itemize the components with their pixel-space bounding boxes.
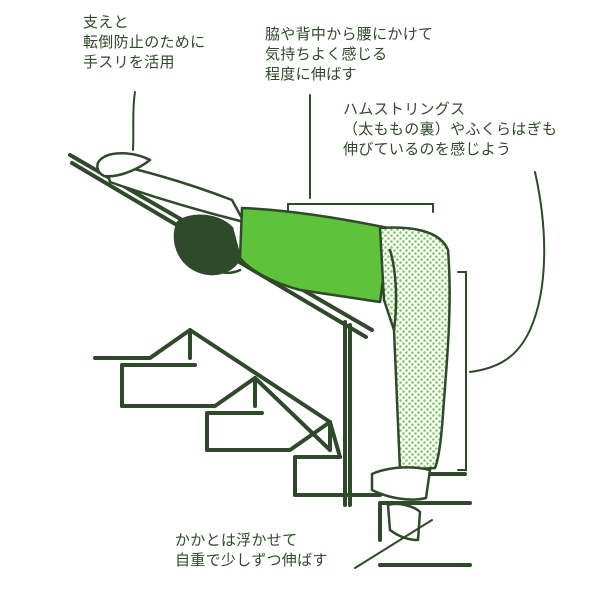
person (96, 152, 451, 542)
annotation-handrail: 支えと 転倒防止のために 手スリを活用 (83, 12, 205, 72)
annotation-line: 自重で少しずつ伸ばす (175, 551, 328, 569)
stair-step-2 (120, 376, 257, 408)
annotation-line: 転倒防止のために (83, 33, 206, 51)
bracket-back (287, 203, 434, 213)
stair-step-4-riser (378, 501, 472, 542)
annotation-line: 脇や背中から腰にかけて (265, 25, 434, 43)
foot-back (370, 466, 432, 501)
annotation-line: 手スリを活用 (83, 53, 175, 71)
annotation-line: ハムストリングス (343, 100, 466, 118)
annotation-back: 脇や背中から腰にかけて 気持ちよく感じる 程度に伸ばす (265, 24, 433, 84)
stair-step-1 (93, 328, 192, 360)
shirt (238, 206, 390, 304)
stair-step-3 (205, 420, 332, 452)
hands (96, 152, 152, 178)
annotation-hamstrings: ハムストリングス （太ももの裏）やふくらはぎも 伸びているのを感じよう (343, 99, 557, 159)
leader-heel (354, 519, 433, 569)
leaders (132, 91, 546, 569)
stair-step-1-riser (120, 363, 197, 408)
pants (378, 226, 451, 472)
staircase (93, 328, 472, 567)
annotation-line: 伸びているのを感じよう (343, 140, 512, 158)
annotation-line: 支えと (83, 13, 129, 31)
annotation-heel: かかとは浮かせて 自重で少しずつ伸ばす (175, 530, 328, 570)
leader-handrail (132, 91, 136, 151)
bracket-hamstrings (457, 271, 467, 471)
annotation-line: （太ももの裏）やふくらはぎも (343, 120, 558, 138)
annotation-line: 気持ちよく感じる (265, 45, 388, 63)
stair-stringer (188, 328, 332, 424)
leader-hamstrings (469, 171, 546, 373)
stair-step-2-riser (205, 411, 264, 452)
annotation-line: かかとは浮かせて (175, 531, 298, 549)
annotation-line: 程度に伸ばす (265, 65, 357, 83)
foot-front (386, 502, 422, 542)
stair-step-3-riser (293, 455, 342, 497)
